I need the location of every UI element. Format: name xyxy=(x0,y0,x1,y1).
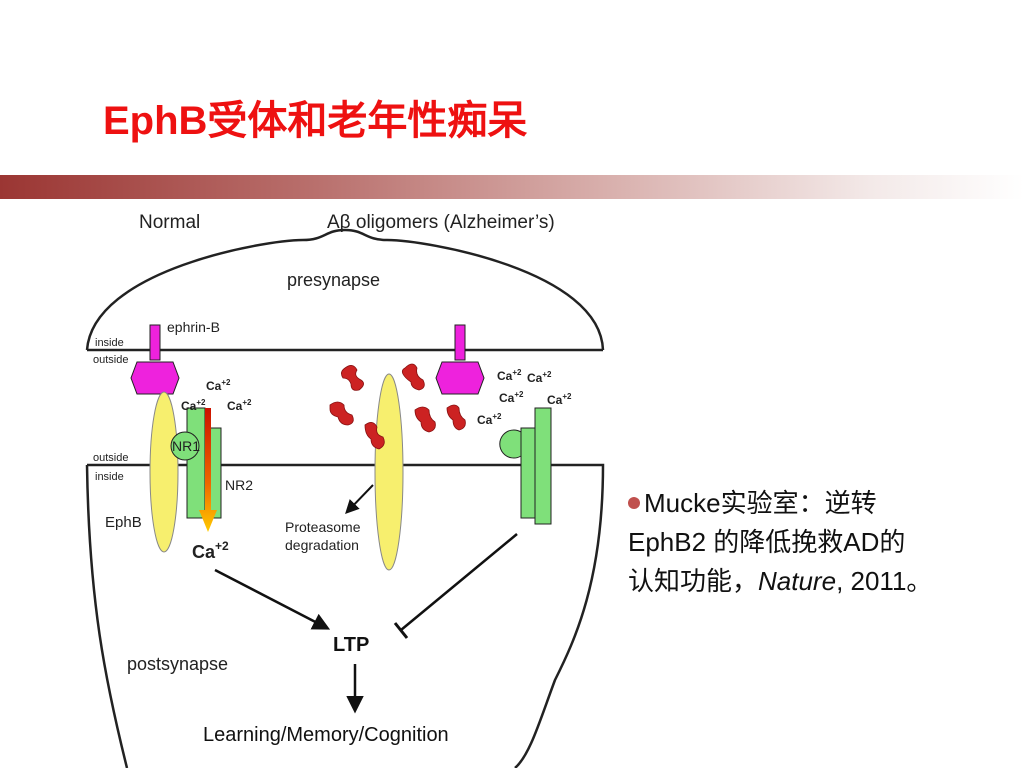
synapse-diagram: Normal Aβ oligomers (Alzheimer’s) presyn… xyxy=(75,200,620,768)
abeta-oligomer-6 xyxy=(446,404,466,431)
ephrin-b-left xyxy=(130,324,180,395)
ca-label-6: Ca+2 xyxy=(499,390,524,405)
abeta-oligomer-5 xyxy=(414,406,436,433)
proteasome-label-line2: degradation xyxy=(285,537,359,553)
ltp-label: LTP xyxy=(333,634,369,656)
activation-arrow-ltp xyxy=(214,568,331,630)
heading-normal: Normal xyxy=(139,212,200,233)
cognition-label: Learning/Memory/Cognition xyxy=(203,724,449,746)
ephrin-b-label: ephrin-B xyxy=(167,319,220,335)
ca-label-3: Ca+2 xyxy=(227,398,252,413)
abeta-oligomer-1 xyxy=(341,365,364,391)
note-line-2: EphB2 的降低挽救AD的 xyxy=(628,527,906,557)
note-journal: Nature xyxy=(758,566,837,596)
postsynapse-membrane-right xyxy=(87,463,605,768)
note-line-3: 认知功能，Nature, 2011。 xyxy=(628,562,1020,601)
inhibition-line-ltp xyxy=(400,533,518,631)
ephb-receptor-left xyxy=(149,391,179,553)
ca-label-1: Ca+2 xyxy=(206,378,231,393)
ca-label-7: Ca+2 xyxy=(547,392,572,407)
ca-label-2: Ca+2 xyxy=(181,398,206,413)
postsynapse-membrane-left xyxy=(85,464,129,768)
note-line-1-text: Mucke实验室：逆转 xyxy=(644,488,877,518)
presynapse-label: presynapse xyxy=(287,270,380,290)
proteasome-label-line1: Proteasome xyxy=(285,519,361,535)
nmda-receptor-right xyxy=(499,407,552,525)
nr2-label: NR2 xyxy=(225,477,253,493)
outside-label-top: outside xyxy=(93,354,128,366)
abeta-oligomers xyxy=(329,363,466,450)
ca-label-8: Ca+2 xyxy=(477,412,502,427)
ephb-label: EphB xyxy=(105,514,142,531)
title-gradient-bar xyxy=(0,175,1024,199)
abeta-oligomer-2 xyxy=(401,363,425,391)
ca-label-5: Ca+2 xyxy=(527,370,552,385)
heading-abeta: Aβ oligomers (Alzheimer’s) xyxy=(327,212,555,233)
calcium-influx-arrow xyxy=(199,408,217,532)
note-line-3-suffix: , 2011。 xyxy=(836,566,933,596)
abeta-oligomer-4 xyxy=(364,422,385,450)
ephb-receptor-middle xyxy=(374,373,404,571)
inside-label-top: inside xyxy=(95,337,124,349)
outside-label-bottom: outside xyxy=(93,452,128,464)
ca-label-large: Ca+2 xyxy=(192,539,229,562)
presynapse-membrane xyxy=(85,228,605,351)
note-line-1: Mucke实验室：逆转 xyxy=(628,484,1020,523)
degradation-arrow xyxy=(345,484,374,515)
note-line-3-prefix: 认知功能， xyxy=(628,566,759,596)
nr1-label: NR1 xyxy=(172,438,200,454)
abeta-oligomer-3 xyxy=(329,401,354,426)
inside-label-bottom: inside xyxy=(95,471,124,483)
slide-title: EphB受体和老年性痴呆 xyxy=(103,99,528,143)
bullet-dot-icon xyxy=(628,497,640,509)
ephrin-b-right xyxy=(435,324,485,395)
ca-label-4: Ca+2 xyxy=(497,368,522,383)
inhibition-bar-ltp xyxy=(393,622,409,639)
nmda-receptor-left xyxy=(170,407,222,519)
citation-note: Mucke实验室：逆转 EphB2 的降低挽救AD的 认知功能，Nature, … xyxy=(628,484,1020,601)
synapse-diagram-svg: Normal Aβ oligomers (Alzheimer’s) presyn… xyxy=(85,212,605,768)
postsynapse-label: postsynapse xyxy=(127,654,228,674)
